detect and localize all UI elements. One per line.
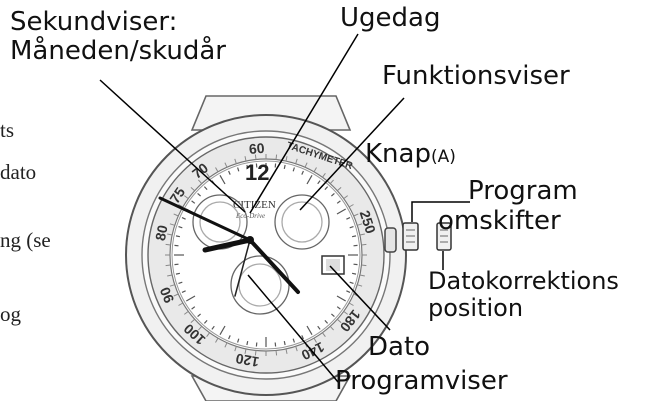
bezel-number-90: 90	[156, 285, 177, 306]
label-button-a-suffix: (A)	[430, 147, 456, 167]
crown	[384, 227, 397, 253]
bezel-number-120: 120	[234, 350, 260, 370]
leader-program-switch	[411, 201, 470, 222]
dial-twelve: 12	[245, 160, 269, 185]
leader-date	[329, 265, 391, 331]
label-button-a: Knap(A)	[365, 139, 456, 169]
program-switch	[402, 222, 419, 251]
label-program-switch-line1: Program	[468, 176, 578, 206]
bezel-number-75: 75	[166, 184, 188, 206]
leader-program-hand	[247, 274, 339, 383]
label-weekday: Ugedag	[340, 3, 441, 33]
watch-hands	[158, 196, 300, 297]
label-function-hand: Funktionsviser	[382, 61, 570, 91]
bezel-number-60: 60	[248, 140, 265, 157]
subdials	[192, 194, 330, 315]
left-text-fragment-3: ng (se	[0, 228, 51, 252]
date-window	[321, 255, 345, 275]
subdial-right	[274, 194, 330, 250]
label-second-hand-line2: Måneden/skudår	[10, 36, 226, 67]
date-correction-switch	[436, 222, 452, 251]
label-date-correction-line2: position	[428, 293, 524, 322]
bezel-number-80: 80	[152, 223, 171, 242]
leader-lines	[99, 33, 470, 383]
left-text-fragment-2: dato	[0, 160, 37, 184]
label-date: Dato	[368, 332, 431, 362]
leader-second-hand	[99, 79, 246, 213]
label-program-hand: Programviser	[335, 366, 508, 396]
label-program-switch-line2: omskifter	[438, 206, 561, 236]
label-second-hand: Sekundviser: Måneden/skudår	[10, 7, 226, 67]
leader-function-hand	[299, 97, 405, 211]
dial-brand-sub: Eco-Drive	[235, 212, 265, 220]
left-text-fragment-1: ts	[0, 118, 15, 142]
label-date-correction: Datokorrektions position	[428, 268, 619, 322]
label-second-hand-line1: Sekundviser:	[10, 7, 178, 37]
left-text-fragment-4: og	[0, 302, 21, 326]
label-button-a-main: Knap	[365, 139, 431, 169]
leader-weekday	[249, 33, 359, 214]
bezel-number-250: 250	[357, 208, 380, 235]
label-date-correction-line1: Datokorrektions	[428, 267, 619, 295]
